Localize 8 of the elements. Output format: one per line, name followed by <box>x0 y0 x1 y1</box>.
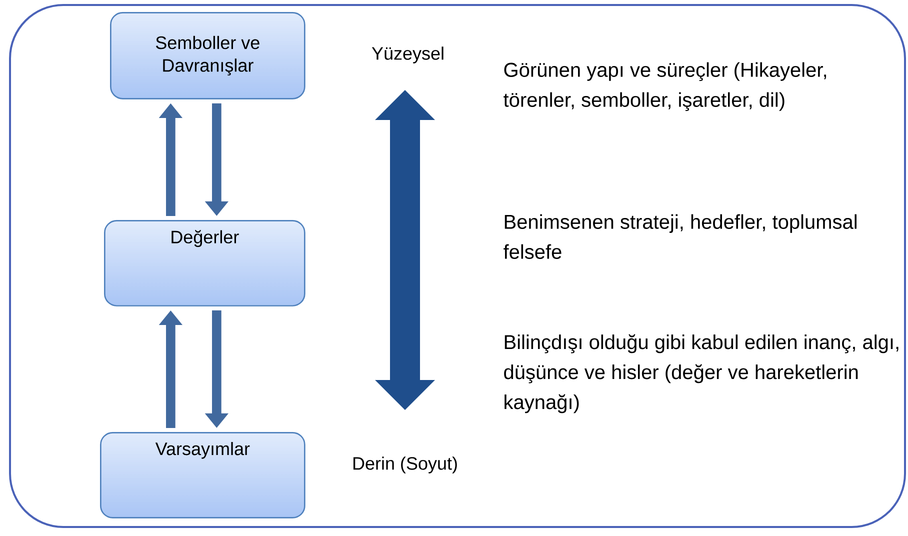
label-text: Görünen yapı ve süreçler (Hikayeler, törenler, semboller, işaretler, dil) <box>504 62 826 111</box>
process-box: Değerler <box>104 220 306 306</box>
process-box: Varsayımlar <box>100 432 306 518</box>
label-text: Benimsenen strateji, hedefler, toplumsal felsefe <box>504 214 856 259</box>
process-box: Semboller ve Davranışlar <box>110 12 306 100</box>
label-text: Bilinçdışı olduğu gibi kabul edilen inanç, algı, düşünce ve hisler (değer ve hareketlerin kaynağı) <box>504 334 898 414</box>
label-text: Yüzeysel <box>372 46 444 64</box>
label-text: Derin (Soyut) <box>353 456 457 474</box>
